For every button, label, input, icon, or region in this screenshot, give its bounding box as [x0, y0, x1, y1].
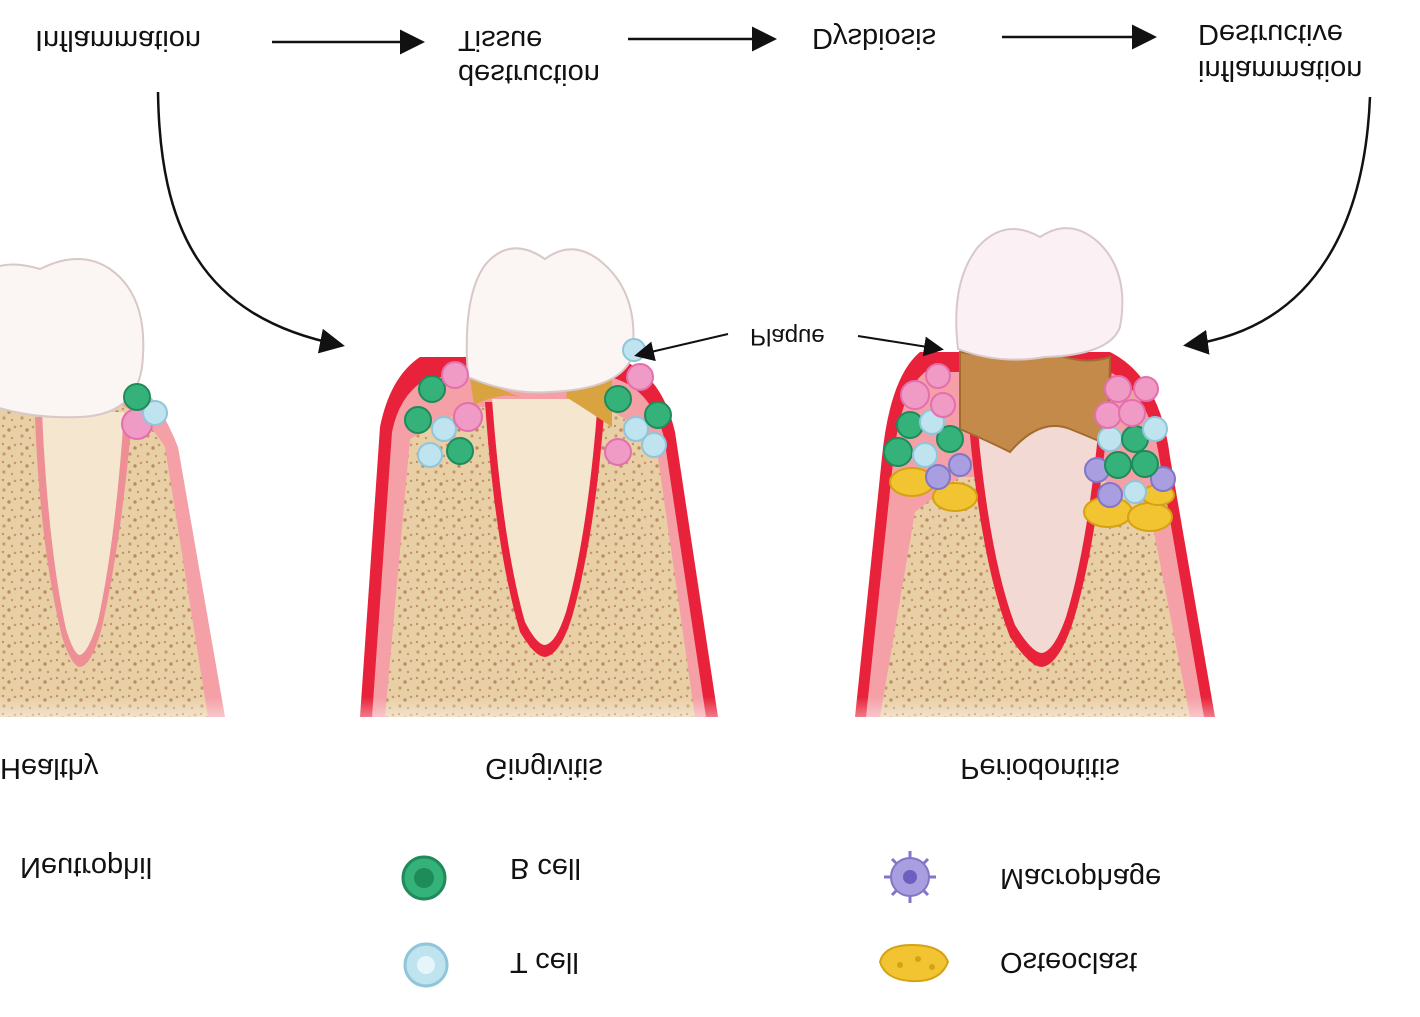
stage-title-gingivitis: Gingivitis: [485, 752, 603, 784]
osteoclast-icon: [878, 943, 950, 983]
legend-icons: [401, 851, 950, 988]
arrow-destructive-to-periodontitis: [1183, 96, 1372, 355]
crown-periodontitis: [955, 227, 1124, 361]
legend-label-osteoclast: Osteoclast: [1000, 946, 1137, 978]
flow-tissue-line1: Tissue: [458, 24, 543, 56]
legend-label-neutrophil: Neutrophil: [20, 851, 153, 883]
tooth-gingivitis: [360, 247, 718, 717]
tooth-periodontitis: [855, 227, 1215, 717]
arrow-inflammation-to-gingivitis: [156, 91, 345, 354]
arrow-plaque-periodontitis: [857, 335, 944, 357]
legend-label-b-cell: B cell: [510, 852, 581, 884]
flow-inflammation: Inflammation: [35, 24, 202, 56]
crown-healthy: [0, 258, 145, 419]
crown-gingivitis: [465, 247, 635, 394]
flow-dysbiosis: Dysbiosis: [812, 22, 937, 54]
arrow-plaque-gingivitis: [634, 333, 729, 362]
macrophage-icon: [884, 851, 936, 903]
stage-title-periodontitis: Periodontitis: [960, 752, 1120, 784]
flow-tissue-line2: destruction: [458, 58, 600, 90]
flow-destructive-line2: inflammation: [1198, 54, 1363, 86]
flow-destructive-line1: Destructive: [1198, 18, 1344, 50]
arrows: [156, 24, 1372, 362]
tooth-healthy: [0, 258, 225, 717]
stage-title-healthy: Healthy: [0, 752, 99, 784]
root-healthy: [42, 412, 124, 655]
plaque-label: Plaque: [750, 323, 825, 350]
legend-label-macrophage: Macrophage: [1000, 862, 1162, 894]
root-gingivitis: [492, 399, 598, 645]
legend-label-t-cell: T cell: [510, 946, 579, 978]
